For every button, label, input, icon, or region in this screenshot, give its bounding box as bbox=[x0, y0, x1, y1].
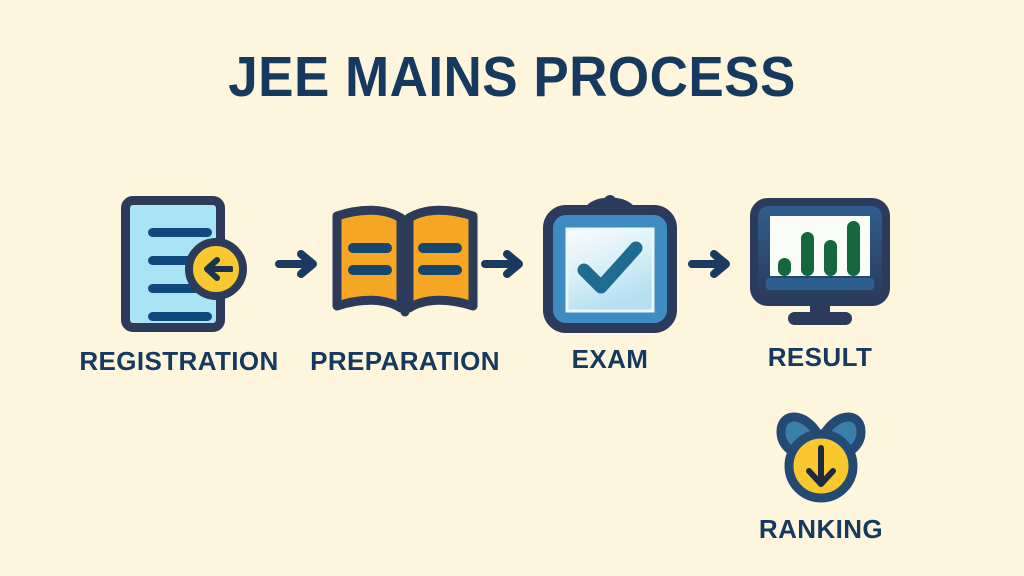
open-book-icon bbox=[329, 204, 481, 320]
step-preparation[interactable]: PREPARATION bbox=[310, 204, 499, 376]
arrow-left-badge-icon bbox=[185, 238, 247, 300]
clipboard-clip-knob bbox=[604, 195, 616, 207]
step-ranking[interactable]: RANKING bbox=[759, 400, 883, 544]
step-label-result: RESULT bbox=[767, 342, 873, 372]
document-text-line bbox=[148, 312, 212, 321]
step-result[interactable]: RESULT bbox=[748, 196, 892, 372]
arrow-right-icon bbox=[688, 247, 734, 281]
step-label-registration: REGISTRATION bbox=[79, 346, 279, 376]
monitor-screen-strip bbox=[766, 278, 874, 290]
check-icon bbox=[577, 241, 643, 294]
document-text-line bbox=[148, 284, 206, 293]
result-bar-chart bbox=[778, 221, 860, 276]
monitor-bar-chart-icon bbox=[748, 196, 892, 328]
document-text-line bbox=[148, 256, 200, 265]
book-text-lines bbox=[348, 243, 462, 275]
medal-down-arrow-icon bbox=[771, 400, 871, 506]
chart-bar bbox=[778, 258, 791, 276]
step-label-exam: EXAM bbox=[571, 344, 649, 374]
step-label-ranking: RANKING bbox=[758, 514, 884, 544]
page-title: JEE MAINS PROCESS bbox=[228, 45, 796, 109]
arrow-right-icon bbox=[275, 247, 321, 281]
clipboard-check-icon bbox=[540, 192, 680, 334]
chart-bar bbox=[801, 232, 814, 276]
monitor-base bbox=[788, 312, 852, 325]
document-with-arrow-icon bbox=[113, 196, 247, 336]
chart-bar bbox=[824, 240, 837, 276]
chart-bar bbox=[847, 221, 860, 276]
document-text-line bbox=[148, 228, 212, 237]
step-exam[interactable]: EXAM bbox=[540, 192, 680, 374]
step-registration[interactable]: REGISTRATION bbox=[79, 196, 278, 376]
book-left-page bbox=[332, 205, 406, 313]
arrow-down-icon bbox=[806, 445, 836, 487]
step-label-preparation: PREPARATION bbox=[310, 346, 500, 376]
book-right-page bbox=[404, 205, 478, 313]
arrow-left-glyph bbox=[204, 257, 233, 281]
arrow-right-icon bbox=[481, 247, 527, 281]
